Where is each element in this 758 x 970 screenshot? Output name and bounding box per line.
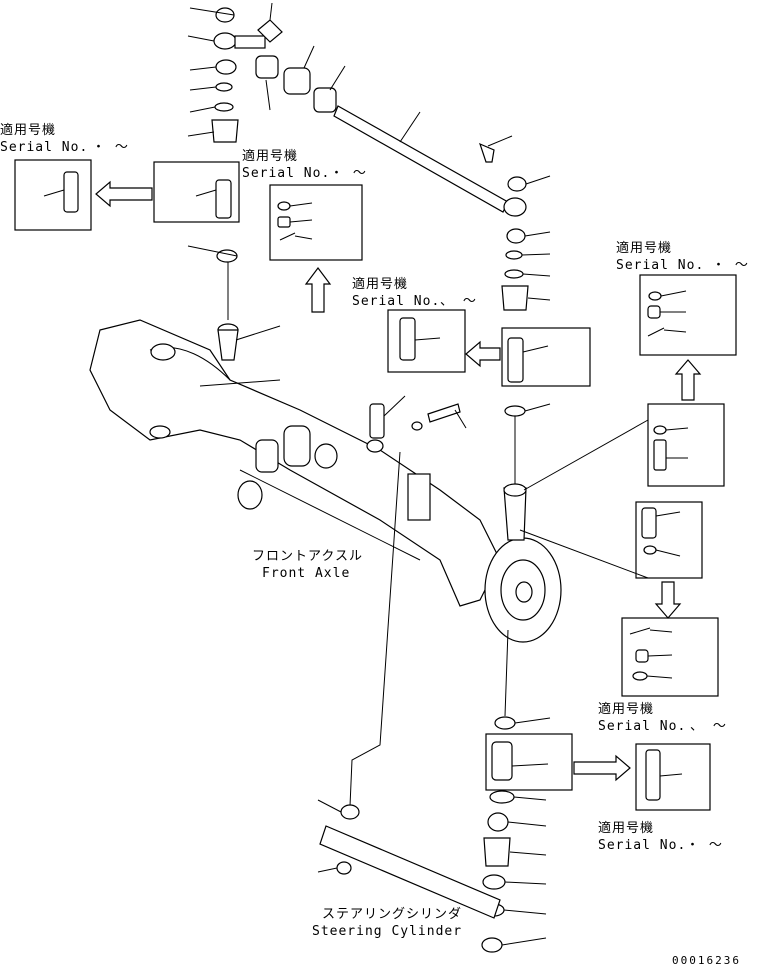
svg-text:Serial No.: Serial No.	[598, 838, 686, 853]
steering-cylinder	[317, 451, 501, 919]
svg-text:Serial No.: Serial No.	[352, 294, 440, 309]
serial-box-middle: 適用号機 Serial No. 、 〜	[352, 276, 591, 387]
svg-text:Serial No.: Serial No.	[598, 719, 686, 734]
front-axle-en-label: Front Axle	[262, 566, 350, 581]
svg-text:・ 〜: ・ 〜	[330, 166, 367, 181]
grease-nipple-part	[257, 19, 283, 43]
arrow-right-icon	[573, 754, 631, 782]
serial-en-label: Serial No.	[0, 140, 88, 155]
svg-text:・ 〜: ・ 〜	[686, 838, 723, 853]
steering-jp-label: ステアリングシリンダ	[322, 907, 462, 922]
tie-rod-part	[333, 105, 509, 213]
serial-box-top-left: 適用号機 Serial No. ・ 〜	[0, 122, 240, 231]
arrow-left-icon	[95, 180, 153, 208]
arrow-down-icon	[654, 581, 682, 619]
svg-text:Serial No.: Serial No.	[616, 258, 704, 273]
svg-text:適用号機: 適用号機	[242, 148, 298, 164]
svg-text:適用号機: 適用号機	[598, 820, 654, 836]
serial-box-right-middle: 適用号機 Serial No. 、 〜	[598, 501, 727, 734]
front-axle-jp-label: フロントアクスル	[252, 549, 363, 564]
ball-joint-part	[213, 32, 237, 50]
svg-text:・ 〜: ・ 〜	[712, 258, 749, 273]
front-axle-body	[89, 245, 649, 643]
snap-ring-part	[215, 82, 233, 92]
drawing-number: 00016236	[672, 954, 741, 967]
tie-rod-assembly	[187, 2, 551, 311]
lower-kingpin-assembly: 適用号機 Serial No. ・ 〜	[481, 629, 723, 953]
adjuster-nut-part	[283, 67, 311, 95]
serial-jp-label: 適用号機	[0, 122, 56, 138]
nut-part	[255, 55, 279, 79]
boot-part	[211, 119, 239, 143]
svg-text:、 〜: 、 〜	[440, 294, 477, 309]
serial-box-right-top: 適用号機 Serial No. ・ 〜	[616, 240, 749, 487]
steering-cylinder-part	[319, 825, 501, 919]
arrow-up-icon-2	[674, 359, 702, 401]
serial-range-marks: ・ 〜	[92, 140, 129, 155]
arrow-up-icon	[304, 267, 332, 313]
pivot-bracket-part	[283, 425, 311, 467]
svg-text:適用号機: 適用号機	[616, 240, 672, 256]
svg-text:Serial No.: Serial No.	[242, 166, 330, 181]
steering-en-label: Steering Cylinder	[312, 924, 462, 939]
ball-stud-part	[234, 35, 266, 49]
arrow-left-icon-2	[465, 340, 501, 368]
serial-box-top-center: 適用号機 Serial No. ・ 〜	[242, 148, 367, 313]
svg-text:、 〜: 、 〜	[690, 719, 727, 734]
svg-text:適用号機: 適用号機	[598, 701, 654, 717]
svg-text:適用号機: 適用号機	[352, 276, 408, 292]
stud-part	[63, 171, 79, 213]
